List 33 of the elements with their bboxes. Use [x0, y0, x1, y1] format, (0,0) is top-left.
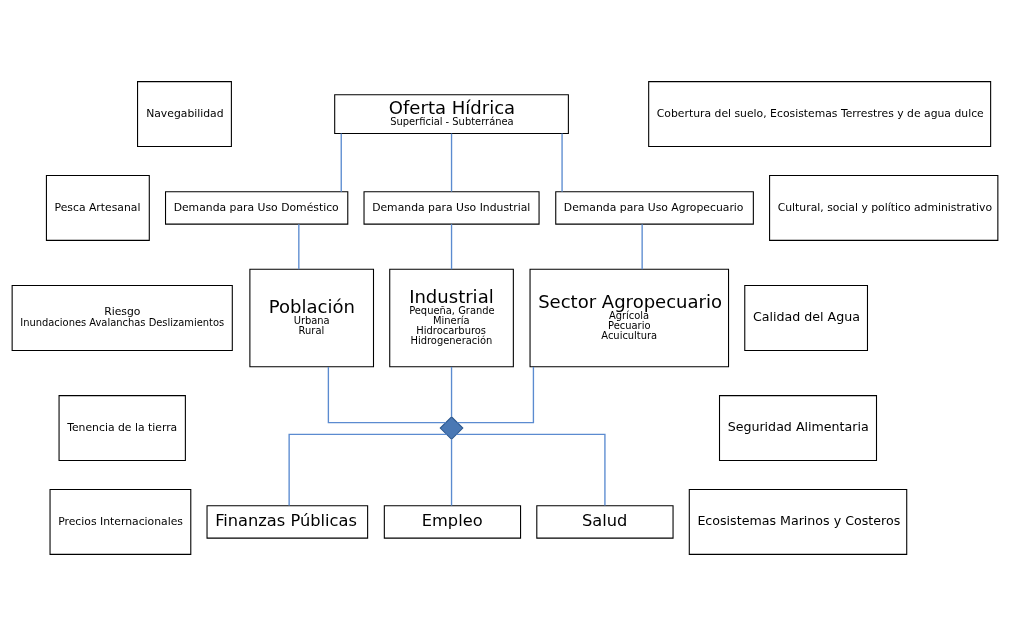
node-box: Población Urbana Rural: [249, 268, 375, 367]
node-box: Demanda para Uso Doméstico: [165, 190, 349, 225]
connector: [288, 433, 448, 506]
connector: [561, 132, 563, 192]
node-box: Finanzas Públicas: [206, 504, 369, 539]
node-box: Empleo: [383, 504, 522, 539]
connector: [340, 132, 342, 192]
node-box: Demanda para Uso Industrial: [363, 190, 540, 225]
connector: [456, 365, 535, 423]
node-box: Oferta Hídrica Superficial - Subterránea: [334, 93, 569, 134]
connector: [450, 132, 453, 192]
node-box: Precios Internacionales: [49, 488, 192, 555]
node-box: Ecosistemas Marinos y Costeros: [688, 488, 908, 555]
node-box: Seguridad Alimentaria: [718, 394, 878, 461]
node-box: Sector Agropecuario Agrícola Pecuario Acuicultura: [529, 268, 730, 367]
node-box: Pesca Artesanal: [45, 174, 150, 241]
connector: [455, 433, 606, 506]
connector: [450, 365, 453, 417]
node-box: Demanda para Uso Agropecuario: [555, 190, 754, 225]
connector: [327, 365, 447, 423]
node-box: Cultural, social y político administrativo: [769, 174, 999, 241]
node-box: Industrial Pequeña, Grande Minería Hidrocarburos Hidrogeneración: [389, 268, 514, 367]
node-box: Cobertura del suelo, Ecosistemas Terrestres y de agua dulce: [648, 80, 992, 147]
connector: [450, 438, 453, 506]
connector: [450, 223, 453, 270]
node-box: Navegabilidad: [137, 80, 232, 147]
node-box: Riesgo Inundaciones Avalanchas Deslizamientos: [11, 284, 233, 351]
node-box: Salud: [536, 504, 674, 539]
node-box: Tenencia de la tierra: [58, 394, 186, 461]
node-box: Calidad del Agua: [744, 284, 868, 351]
connector: [641, 223, 643, 270]
node-diamond: [439, 415, 464, 440]
connector: [298, 223, 300, 270]
